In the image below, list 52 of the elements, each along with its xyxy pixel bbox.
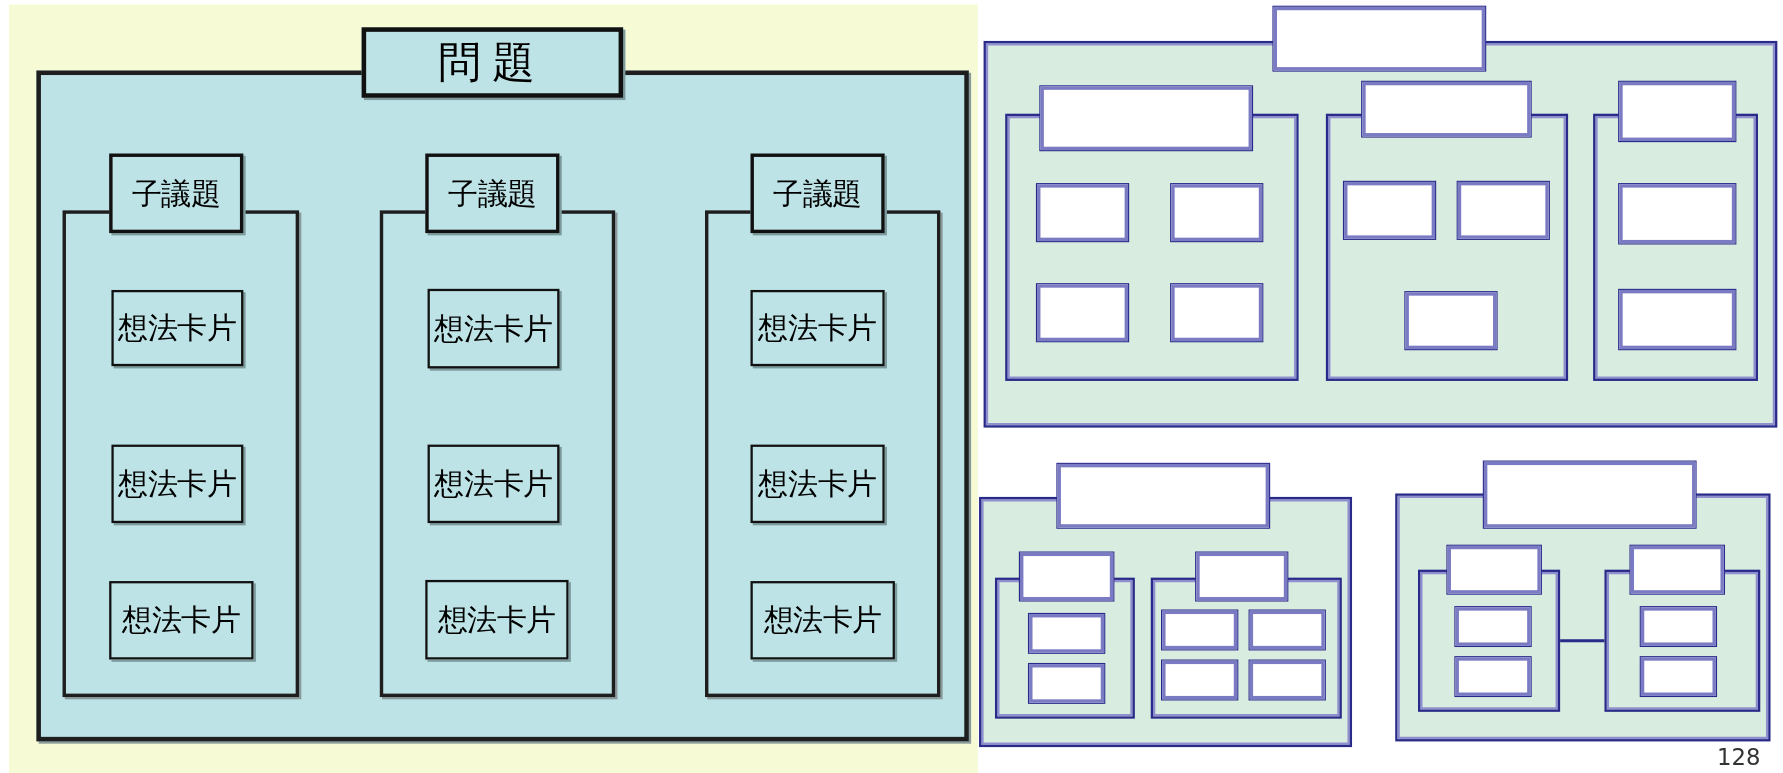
empty-box [1029, 664, 1105, 703]
group-heading: 子議題 [425, 153, 560, 234]
empty-box [1619, 184, 1736, 244]
empty-box [1455, 657, 1531, 696]
idea-card: 想法卡片 [427, 288, 560, 369]
idea-card: 想法卡片 [425, 579, 569, 660]
group-panel [983, 40, 1778, 428]
group-panel [1325, 113, 1569, 381]
idea-card: 想法卡片 [109, 581, 254, 660]
empty-box [1619, 289, 1736, 350]
empty-box [1619, 81, 1736, 141]
connector-line [1560, 639, 1605, 643]
empty-box [1249, 660, 1325, 700]
idea-card: 想法卡片 [111, 444, 244, 524]
empty-box [1447, 545, 1541, 594]
empty-box [1037, 284, 1128, 342]
empty-box [1344, 181, 1436, 239]
group-panel [1005, 113, 1299, 381]
empty-box [1405, 292, 1497, 350]
group-panel [1604, 569, 1761, 712]
empty-box [1162, 610, 1238, 650]
group-panel [1395, 493, 1771, 742]
idea-card: 想法卡片 [750, 289, 885, 367]
empty-box [1196, 552, 1288, 601]
empty-box [1630, 545, 1724, 594]
empty-box [1057, 463, 1270, 528]
idea-card: 想法卡片 [750, 444, 885, 524]
empty-box [1029, 614, 1105, 653]
group-panel [979, 496, 1353, 748]
group-panel [1150, 577, 1342, 719]
group-panel [1593, 113, 1758, 381]
empty-box [1457, 181, 1549, 239]
page-number: 128 [1717, 743, 1761, 771]
empty-box [1171, 284, 1263, 342]
empty-box [1040, 86, 1252, 151]
empty-box [1362, 81, 1531, 137]
idea-card: 想法卡片 [427, 444, 560, 524]
empty-box [1020, 552, 1114, 601]
group-heading: 子議題 [750, 153, 885, 234]
empty-box [1640, 657, 1716, 696]
group-heading: 問題 [361, 27, 624, 98]
empty-box [1483, 461, 1696, 528]
empty-box [1171, 184, 1263, 242]
idea-card: 想法卡片 [750, 581, 895, 660]
group-heading: 子議題 [109, 153, 244, 234]
idea-card: 想法卡片 [111, 289, 244, 367]
empty-box [1640, 607, 1716, 646]
empty-box [1455, 607, 1531, 646]
empty-box [1249, 610, 1325, 650]
empty-box [1162, 660, 1238, 700]
empty-box [1037, 184, 1128, 242]
empty-box [1273, 6, 1486, 71]
